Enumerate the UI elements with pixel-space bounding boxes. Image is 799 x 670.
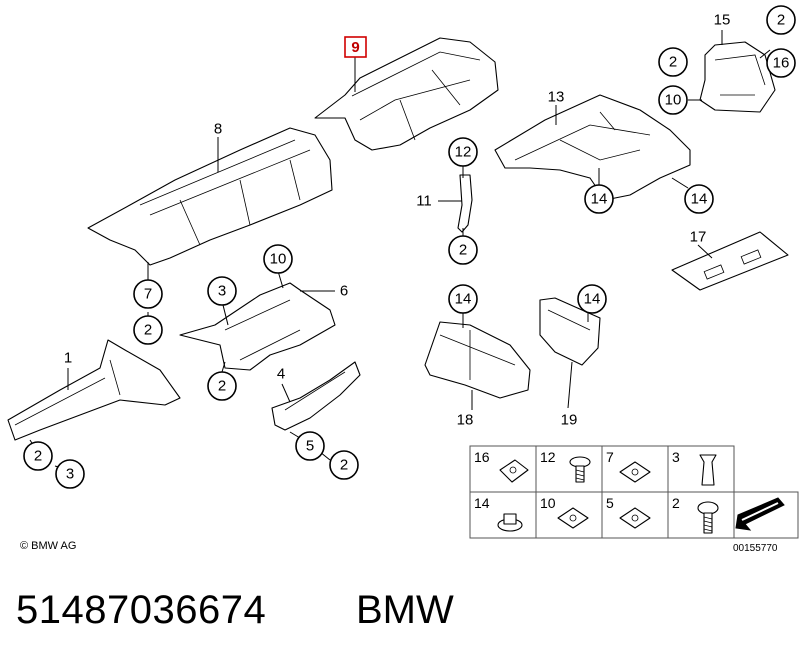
svg-text:7: 7 xyxy=(144,286,152,303)
heat-shield-part-9 xyxy=(314,37,499,151)
callout-10: 10 xyxy=(658,85,688,115)
svg-text:2: 2 xyxy=(218,378,226,395)
heat-shield-part-4 xyxy=(271,361,361,431)
label-6: 6 xyxy=(340,283,348,300)
arrow-icon xyxy=(735,497,785,531)
heat-shield-part-19 xyxy=(539,297,601,366)
svg-text:2: 2 xyxy=(144,322,152,339)
clip-nut-icon xyxy=(557,507,589,529)
svg-text:14: 14 xyxy=(591,191,608,208)
callout-3: 3 xyxy=(55,459,85,489)
svg-text:14: 14 xyxy=(691,191,708,208)
label-15: 15 xyxy=(714,12,731,29)
copyright: © BMW AG xyxy=(20,540,77,552)
parts-diagram: 9 xyxy=(7,5,799,539)
collar-nut-icon xyxy=(497,513,523,532)
svg-text:2: 2 xyxy=(669,54,677,71)
diagram-id: 00155770 xyxy=(733,543,778,554)
svg-text:10: 10 xyxy=(270,251,287,268)
brand: BMW xyxy=(356,588,454,632)
callout-16: 16 xyxy=(766,48,796,78)
callout-14: 14 xyxy=(448,284,478,314)
svg-text:14: 14 xyxy=(584,291,601,308)
callout-2: 2 xyxy=(329,450,359,480)
clip-nut-icon xyxy=(619,507,651,529)
svg-text:3: 3 xyxy=(66,466,74,483)
callout-3: 3 xyxy=(207,276,237,306)
label-19: 19 xyxy=(561,412,578,429)
leader-line xyxy=(567,361,573,409)
callout-14: 14 xyxy=(684,184,714,214)
svg-text:9: 9 xyxy=(351,39,359,56)
callout-2: 2 xyxy=(207,371,237,401)
label-11: 11 xyxy=(416,193,432,210)
callout-10: 10 xyxy=(263,244,293,274)
callout-2: 2 xyxy=(658,47,688,77)
expanding-rivet-icon xyxy=(699,454,717,486)
callout-14: 14 xyxy=(577,284,607,314)
legend-label: 10 xyxy=(540,495,556,511)
clip-nut-icon xyxy=(499,459,529,483)
heat-shield-part-17 xyxy=(671,231,789,291)
clip-nut-icon xyxy=(619,461,651,483)
leader-line xyxy=(759,49,771,59)
callout-14: 14 xyxy=(584,184,614,214)
heat-shield-part-13 xyxy=(494,94,691,201)
label-17: 17 xyxy=(690,229,707,246)
svg-text:12: 12 xyxy=(455,144,472,161)
label-18: 18 xyxy=(457,412,474,429)
legend-label: 2 xyxy=(672,495,680,511)
svg-text:10: 10 xyxy=(665,92,682,109)
screw-icon xyxy=(697,501,719,534)
legend-label: 3 xyxy=(672,449,680,465)
label-1: 1 xyxy=(64,350,72,367)
heat-shield-part-18 xyxy=(424,321,531,399)
label-13: 13 xyxy=(548,89,565,106)
callout-7: 7 xyxy=(133,279,163,309)
leader-line xyxy=(671,177,689,189)
callout-2: 2 xyxy=(448,235,478,265)
heat-shield-part-6 xyxy=(179,282,336,371)
legend-label: 14 xyxy=(474,495,490,511)
callout-2: 2 xyxy=(766,5,796,35)
callout-5: 5 xyxy=(295,431,325,461)
svg-text:2: 2 xyxy=(459,242,467,259)
highlighted-label-9: 9 xyxy=(344,36,367,58)
bracket-part-11 xyxy=(457,174,473,233)
callout-2: 2 xyxy=(23,441,53,471)
leader-line xyxy=(281,383,291,403)
leader-line xyxy=(277,270,284,289)
label-8: 8 xyxy=(214,121,222,138)
callout-2: 2 xyxy=(133,315,163,345)
part-number: 51487036674 xyxy=(16,588,267,632)
svg-text:2: 2 xyxy=(340,457,348,474)
legend-label: 5 xyxy=(606,495,614,511)
callout-12: 12 xyxy=(448,137,478,167)
leader-line xyxy=(221,361,226,373)
fastener-legend: 16 12 7 3 14 10 5 2 xyxy=(469,445,799,539)
svg-text:16: 16 xyxy=(773,55,790,72)
svg-text:14: 14 xyxy=(455,291,472,308)
svg-text:5: 5 xyxy=(306,438,314,455)
label-4: 4 xyxy=(277,366,285,383)
screw-icon xyxy=(569,456,591,483)
legend-label: 12 xyxy=(540,449,556,465)
leader-line xyxy=(697,244,713,259)
heat-shield-part-8 xyxy=(87,127,333,266)
svg-text:2: 2 xyxy=(34,448,42,465)
svg-text:2: 2 xyxy=(777,12,785,29)
legend-label: 16 xyxy=(474,449,490,465)
heat-shield-part-15 xyxy=(699,41,776,113)
heat-shield-part-1 xyxy=(7,339,181,441)
svg-text:3: 3 xyxy=(218,283,226,300)
legend-label: 7 xyxy=(606,449,614,465)
